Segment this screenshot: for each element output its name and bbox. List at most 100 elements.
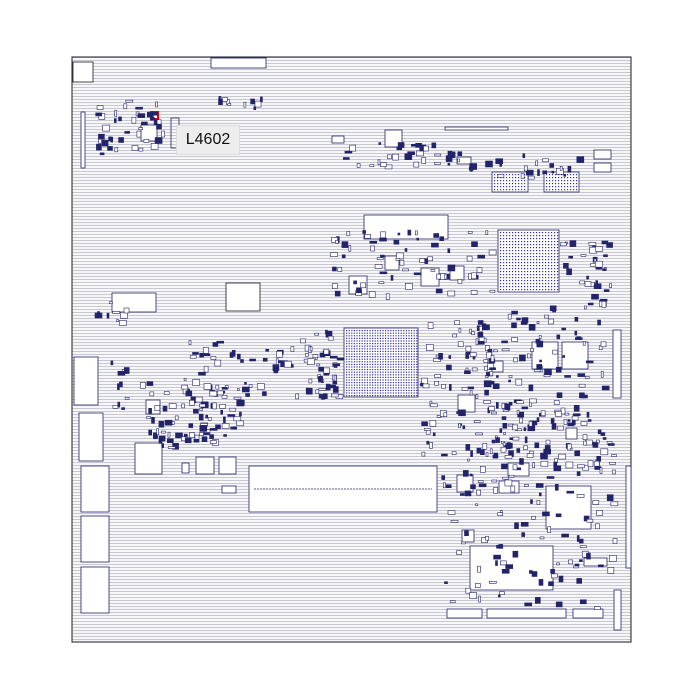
smd-part[interactable]: [215, 384, 220, 390]
smd-part[interactable]: [489, 448, 493, 455]
smd-part[interactable]: [323, 348, 330, 355]
smd-part[interactable]: [146, 381, 154, 386]
smd-part[interactable]: [572, 413, 581, 417]
smd-part[interactable]: [521, 406, 529, 410]
smd-part[interactable]: [364, 234, 372, 239]
smd-part[interactable]: [502, 442, 506, 447]
smd-part[interactable]: [558, 575, 564, 583]
smd-part[interactable]: [161, 130, 165, 138]
smd-part[interactable]: [558, 453, 566, 460]
smd-part[interactable]: [559, 242, 567, 247]
smd-part[interactable]: [233, 416, 242, 422]
ic-upper-left[interactable]: [140, 124, 158, 142]
smd-part[interactable]: [579, 599, 587, 605]
smd-part[interactable]: [322, 393, 328, 400]
smd-part[interactable]: [125, 99, 134, 103]
smd-part[interactable]: [519, 417, 524, 424]
smd-part[interactable]: [188, 340, 192, 345]
left-edge-connector[interactable]: [80, 111, 86, 169]
smd-part[interactable]: [612, 538, 618, 544]
smd-part[interactable]: [585, 360, 594, 364]
smd-part[interactable]: [101, 139, 109, 147]
smd-part[interactable]: [249, 358, 256, 362]
smd-part[interactable]: [528, 384, 534, 392]
smd-part[interactable]: [579, 559, 583, 562]
smd-part[interactable]: [156, 428, 159, 436]
smd-part[interactable]: [237, 388, 240, 391]
smd-part[interactable]: [555, 168, 564, 175]
smd-part[interactable]: [426, 440, 430, 445]
smd-part[interactable]: [118, 137, 124, 143]
smd-part[interactable]: [136, 130, 142, 138]
smd-part[interactable]: [404, 248, 408, 252]
smd-part[interactable]: [315, 389, 320, 395]
smd-part[interactable]: [501, 340, 508, 344]
smd-part[interactable]: [154, 405, 161, 411]
ic-566[interactable]: [565, 427, 578, 440]
smd-part[interactable]: [511, 337, 518, 342]
smd-part[interactable]: [523, 445, 528, 451]
smd-part[interactable]: [168, 403, 177, 409]
smd-part[interactable]: [482, 442, 488, 450]
ic-532[interactable]: [531, 341, 559, 370]
smd-part[interactable]: [312, 354, 319, 359]
smd-part[interactable]: [229, 407, 237, 412]
smd-part[interactable]: [601, 385, 610, 391]
square-135[interactable]: [134, 442, 163, 475]
smd-part[interactable]: [473, 420, 481, 424]
smd-part[interactable]: [565, 461, 574, 469]
smd-part[interactable]: [478, 483, 487, 488]
smd-part[interactable]: [330, 252, 338, 257]
smd-part[interactable]: [402, 268, 409, 272]
smd-part[interactable]: [447, 290, 456, 297]
smd-part[interactable]: [566, 268, 572, 276]
smd-part[interactable]: [464, 370, 471, 375]
smd-part[interactable]: [438, 352, 443, 360]
smd-part[interactable]: [500, 446, 507, 453]
smd-part[interactable]: [485, 345, 490, 351]
smd-part[interactable]: [502, 422, 508, 429]
smd-part[interactable]: [458, 423, 461, 429]
smd-part[interactable]: [587, 460, 594, 467]
smd-part[interactable]: [555, 601, 563, 608]
smd-part[interactable]: [597, 429, 602, 435]
smd-part[interactable]: [199, 352, 204, 358]
smd-part[interactable]: [578, 538, 584, 544]
smd-part[interactable]: [567, 422, 575, 427]
smd-part[interactable]: [447, 510, 456, 515]
smd-part[interactable]: [318, 366, 324, 372]
smd-part[interactable]: [210, 440, 217, 444]
smd-part[interactable]: [609, 461, 616, 465]
smd-part[interactable]: [595, 260, 603, 268]
smd-part[interactable]: [446, 364, 452, 371]
smd-part[interactable]: [471, 241, 478, 247]
smd-part[interactable]: [198, 413, 204, 421]
smd-part[interactable]: [97, 311, 100, 317]
smd-part[interactable]: [501, 416, 507, 420]
smd-part[interactable]: [318, 387, 327, 391]
smd-part[interactable]: [443, 482, 446, 489]
smd-part[interactable]: [475, 503, 478, 507]
smd-part[interactable]: [344, 150, 353, 154]
smd-part[interactable]: [151, 416, 155, 424]
smd-part[interactable]: [203, 353, 211, 357]
smd-part[interactable]: [377, 159, 381, 166]
right-edge-strip-lower[interactable]: [625, 465, 632, 569]
smd-part[interactable]: [470, 450, 473, 457]
smd-part[interactable]: [341, 241, 349, 248]
smd-part[interactable]: [593, 606, 601, 611]
left-mid-connector[interactable]: [111, 292, 157, 313]
smd-part[interactable]: [533, 369, 541, 372]
smd-part[interactable]: [544, 445, 551, 451]
smd-part[interactable]: [523, 165, 528, 172]
right-edge-connector[interactable]: [612, 329, 622, 399]
smd-part[interactable]: [95, 112, 102, 117]
smd-part[interactable]: [223, 434, 227, 437]
smd-part[interactable]: [542, 158, 549, 163]
smd-part[interactable]: [300, 338, 306, 344]
smd-part[interactable]: [189, 399, 195, 406]
smd-part[interactable]: [227, 103, 232, 106]
smd-part[interactable]: [436, 273, 441, 280]
smd-part[interactable]: [123, 307, 130, 314]
